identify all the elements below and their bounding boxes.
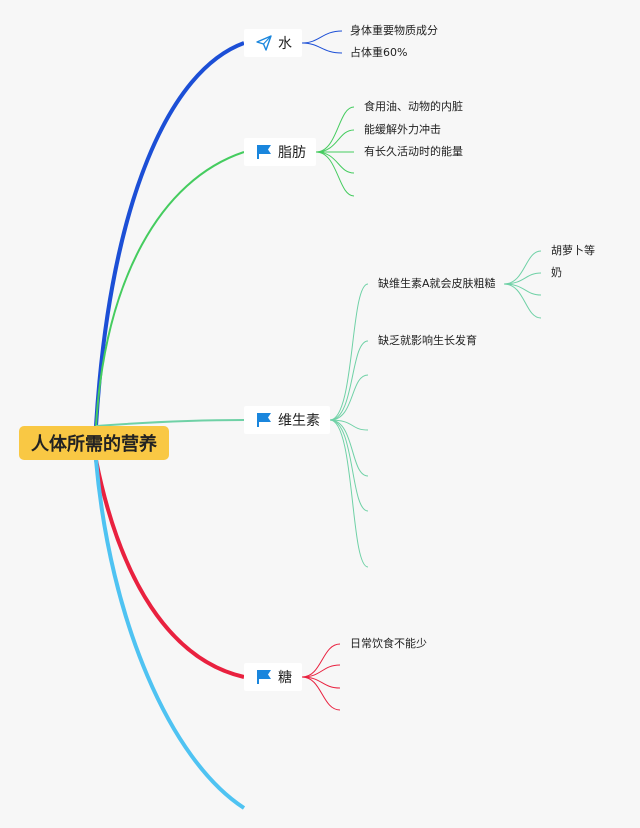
branch-line-water — [94, 41, 245, 427]
leaf-line — [329, 374, 369, 421]
branch-line-fat — [95, 151, 245, 427]
topic-fat-label: 脂肪 — [278, 145, 306, 161]
flag-icon — [257, 413, 271, 427]
topic-sugar-label: 糖 — [278, 670, 292, 686]
root-topic-label: 人体所需的营养 — [31, 434, 157, 455]
leaf-line — [329, 283, 369, 421]
branch-line-vitamin — [95, 419, 245, 427]
root-topic[interactable]: 人体所需的营养 — [19, 426, 169, 460]
leaf-line — [329, 419, 369, 431]
subleaf-vitamin-1[interactable]: 胡萝卜等 — [551, 244, 595, 257]
leaf-line — [301, 30, 343, 44]
leaf-fat-3[interactable]: 有长久活动时的能量 — [364, 145, 463, 158]
subleaf-line — [503, 250, 542, 285]
topic-vitamin[interactable]: 维生素 — [244, 406, 330, 434]
leaf-fat-2[interactable]: 能缓解外力冲击 — [364, 123, 441, 136]
leaf-line — [329, 419, 369, 568]
leaf-line — [301, 676, 341, 689]
leaf-sugar-1[interactable]: 日常饮食不能少 — [350, 637, 427, 650]
branch-line-sugar — [94, 459, 245, 679]
leaf-line — [301, 42, 343, 54]
topic-fat[interactable]: 脂肪 — [244, 138, 316, 166]
flag-icon — [257, 145, 271, 159]
topic-water-label: 水 — [278, 36, 292, 52]
subleaf-vitamin-2[interactable]: 奶 — [551, 266, 562, 279]
subleaf-line — [503, 283, 542, 319]
subleaf-line — [503, 272, 542, 285]
leaf-fat-1[interactable]: 食用油、动物的内脏 — [364, 100, 463, 113]
leaf-line — [315, 151, 355, 197]
subleaf-line — [503, 283, 542, 296]
leaf-water-2[interactable]: 占体重60% — [350, 46, 408, 59]
leaf-line — [315, 106, 355, 153]
leaf-line — [301, 676, 341, 711]
flag-icon — [257, 670, 271, 684]
topic-sugar[interactable]: 糖 — [244, 663, 302, 691]
leaf-line — [329, 340, 369, 421]
leaf-water-1[interactable]: 身体重要物质成分 — [350, 24, 438, 37]
leaf-line — [315, 129, 355, 153]
leaf-vitamin-2[interactable]: 缺乏就影响生长发育 — [378, 334, 477, 347]
branch-line-fifth — [94, 459, 246, 810]
leaf-line — [329, 419, 369, 477]
leaf-vitamin-1[interactable]: 缺维生素A就会皮肤粗糙 — [378, 277, 496, 290]
topic-vitamin-label: 维生素 — [278, 413, 320, 429]
leaf-line — [301, 664, 341, 678]
paper-plane-icon — [256, 35, 272, 51]
leaf-line — [329, 419, 369, 512]
leaf-line — [301, 643, 341, 678]
topic-water[interactable]: 水 — [244, 29, 302, 57]
